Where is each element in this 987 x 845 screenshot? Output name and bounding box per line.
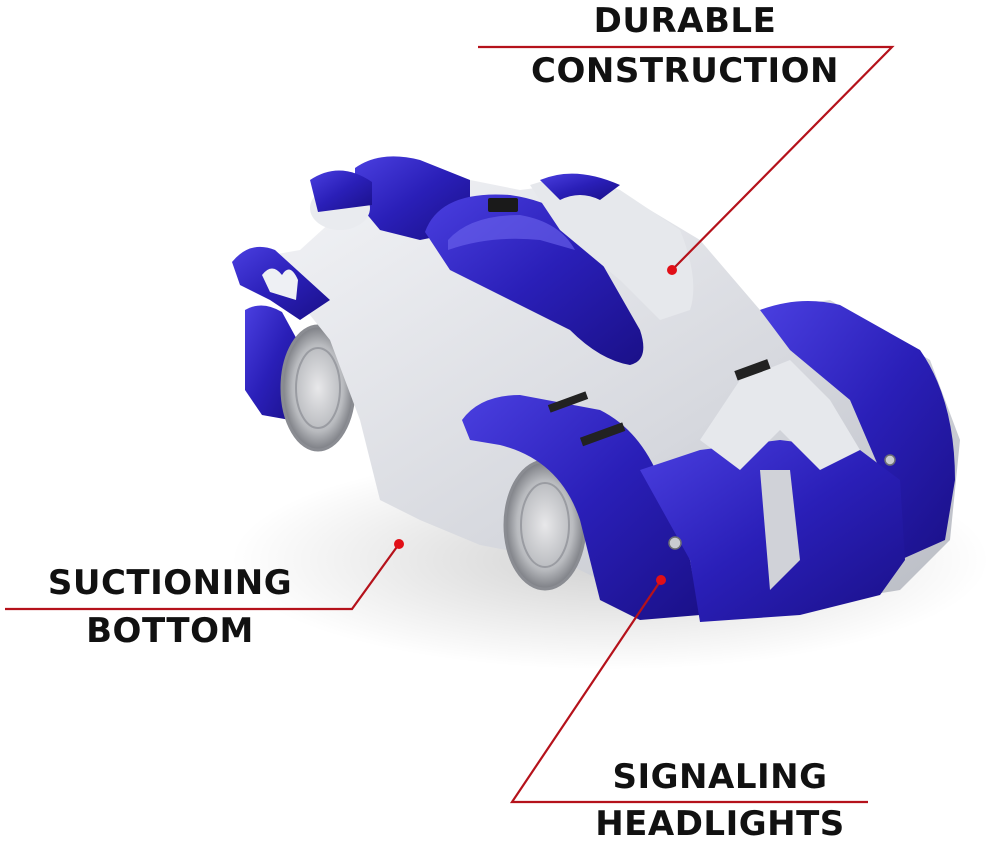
- pod-stripe: [540, 173, 620, 200]
- callout-suctioning-bottom: [5, 539, 404, 611]
- headlight-right: [884, 454, 896, 466]
- callout-durable-construction: [478, 45, 895, 275]
- label-line-2: BOTTOM: [86, 611, 254, 651]
- side-vent: [547, 391, 589, 413]
- label-line-2: CONSTRUCTION: [531, 51, 839, 91]
- headlight-left: [668, 536, 682, 550]
- callout-line: [478, 45, 895, 271]
- front-left-fender: [462, 395, 700, 620]
- callout-signaling-headlights: [509, 575, 868, 804]
- nose-decal: [700, 360, 860, 470]
- side-vent: [734, 359, 771, 381]
- label-suctioning-bottom: SUCTIONING BOTTOM: [20, 566, 320, 648]
- rear-wheel-hub: [295, 347, 341, 429]
- callout-dot: [667, 265, 677, 275]
- front-right-fender: [760, 301, 955, 560]
- power-switch: [488, 198, 518, 212]
- side-vent: [579, 422, 626, 447]
- intake-cover: [310, 170, 372, 212]
- canopy-highlight: [448, 215, 575, 250]
- callout-line: [5, 543, 400, 611]
- label-line-1: SIGNALING: [612, 757, 828, 797]
- label-line-1: DURABLE: [593, 1, 777, 41]
- callout-dot: [394, 539, 404, 549]
- callout-line: [509, 579, 868, 804]
- flame-decal: [262, 268, 298, 300]
- label-durable-construction: DURABLE CONSTRUCTION: [480, 4, 890, 88]
- label-line-2: HEADLIGHTS: [595, 804, 845, 844]
- right-side-pod: [530, 178, 694, 320]
- label-line-1: SUCTIONING: [47, 563, 293, 603]
- callout-dot: [656, 575, 666, 585]
- center-spine: [760, 470, 800, 590]
- front-wheel-hub: [520, 482, 570, 568]
- label-signaling-headlights: SIGNALING HEADLIGHTS: [570, 760, 870, 841]
